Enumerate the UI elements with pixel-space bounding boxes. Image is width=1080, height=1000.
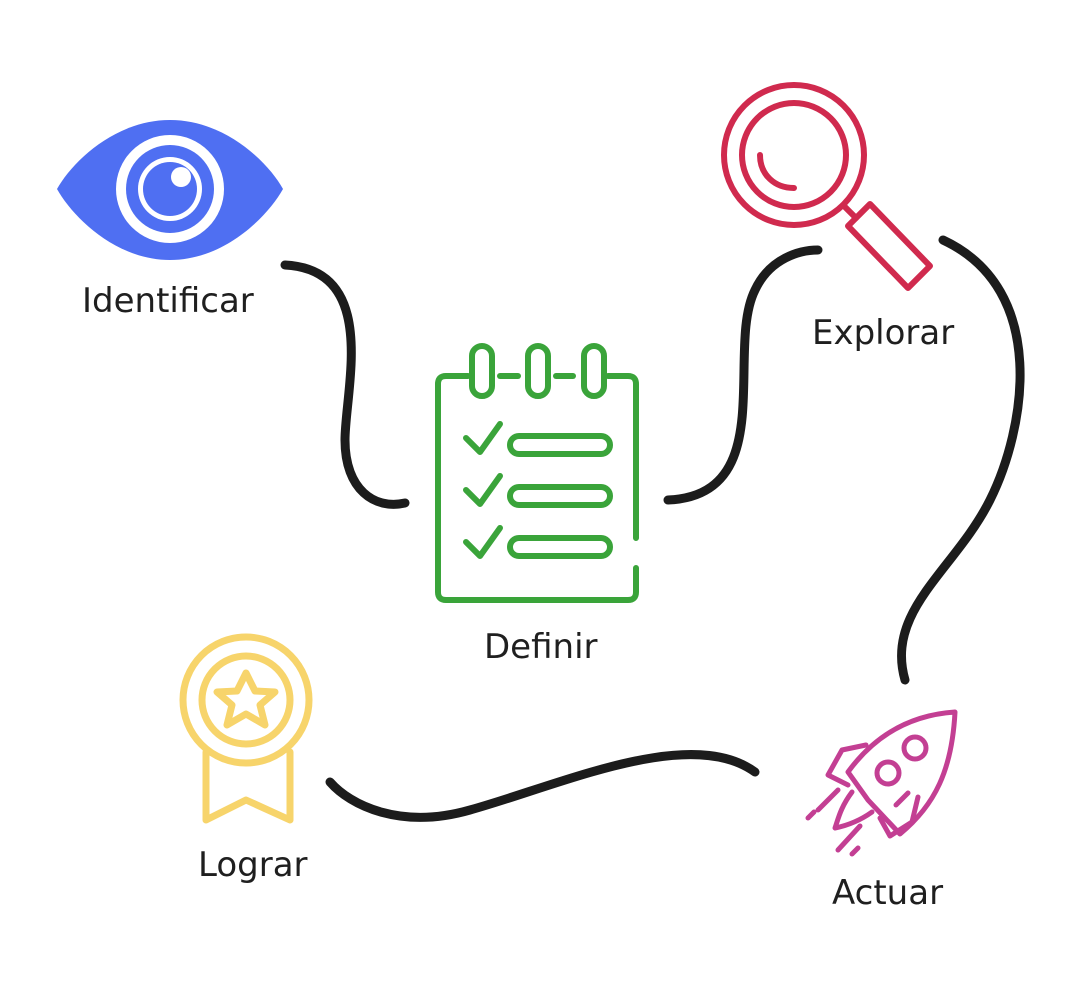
connector-identificar-definir <box>280 260 410 509</box>
eye-icon <box>57 120 283 260</box>
award-ribbon-icon <box>179 633 313 824</box>
label-definir: Definir <box>484 627 598 667</box>
label-explorar: Explorar <box>812 313 955 353</box>
label-actuar: Actuar <box>832 873 944 913</box>
checklist-notepad-icon <box>435 343 639 603</box>
magnifying-glass-icon <box>721 82 933 291</box>
connector-explorar-actuar <box>896 235 1025 685</box>
label-lograr: Lograr <box>198 845 308 885</box>
connector-actuar-lograr <box>325 750 760 822</box>
label-identificar: Identificar <box>82 281 254 321</box>
connector-definir-explorar <box>663 245 823 505</box>
rocket-icon <box>805 709 958 857</box>
